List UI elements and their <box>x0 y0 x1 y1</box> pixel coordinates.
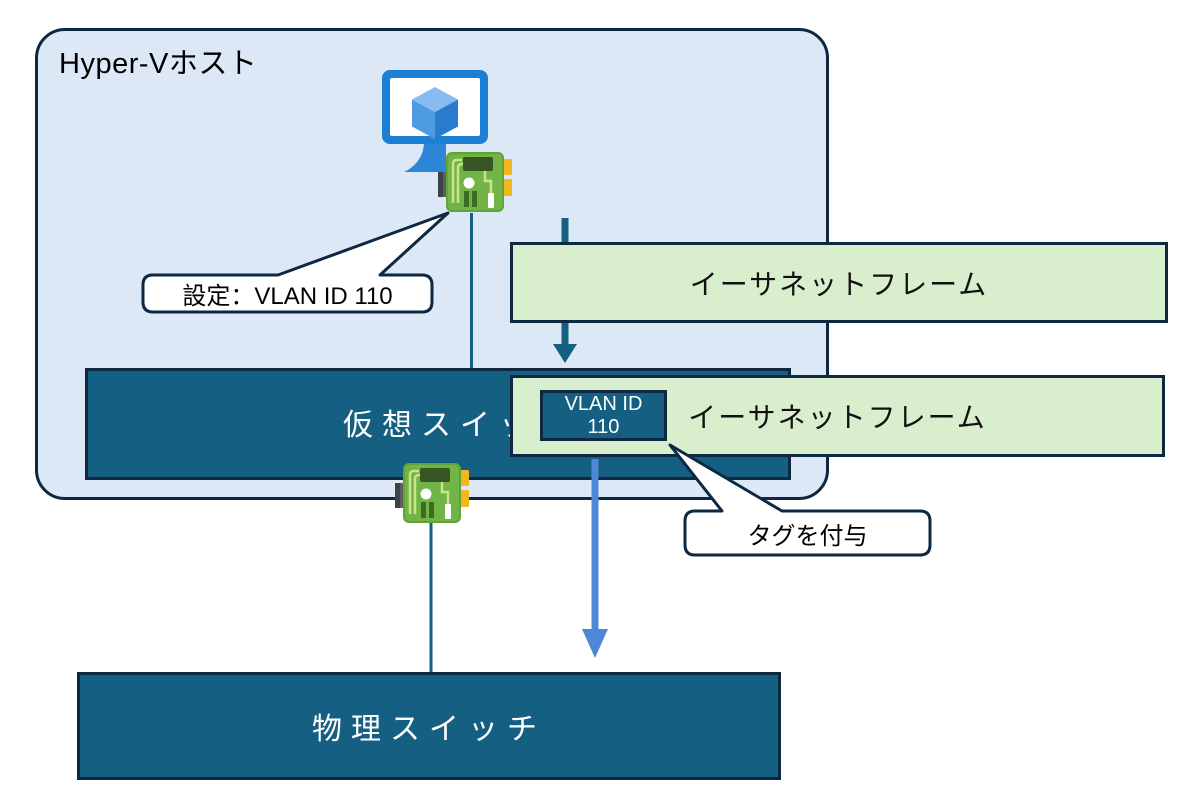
vlan-id-tag-line1: VLAN ID <box>564 392 643 415</box>
physical-switch-label: 物理スイッチ <box>312 713 546 746</box>
vlan-setting-callout-label: 設定：VLAN ID 110 <box>182 283 393 310</box>
hyper-v-host-label: Hyper-Vホスト <box>59 48 258 80</box>
physical-switch-box: 物理スイッチ <box>77 672 781 780</box>
vlan-id-tag: VLAN ID 110 <box>540 390 667 441</box>
ethernet-frame-box-tagged: VLAN ID 110 イーサネットフレーム <box>510 375 1165 457</box>
ethernet-frame-label-tagged: イーサネットフレーム <box>688 402 987 433</box>
tag-added-callout-label: タグを付与 <box>747 522 868 550</box>
vlan-id-tag-line2: 110 <box>587 415 620 438</box>
ethernet-frame-label-untagged: イーサネットフレーム <box>689 268 989 300</box>
ethernet-frame-box-untagged: イーサネットフレーム <box>510 242 1168 323</box>
